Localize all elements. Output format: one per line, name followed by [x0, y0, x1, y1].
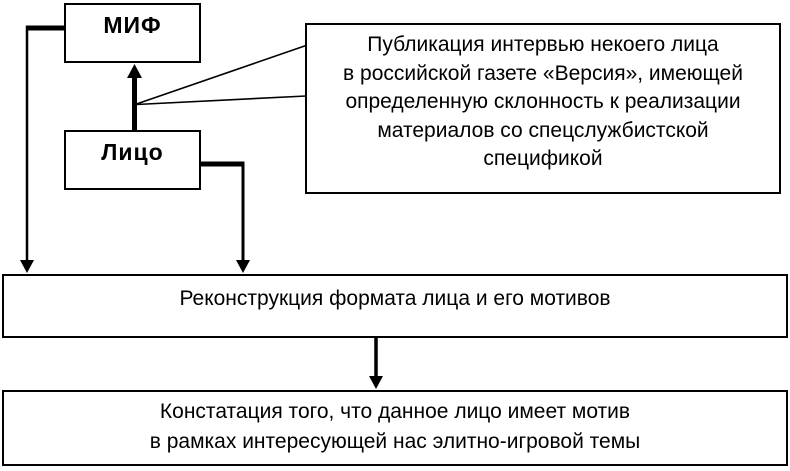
node-statement: Констатация того, что данное лицо имеет …: [2, 390, 788, 466]
node-lico: Лицо: [64, 130, 201, 190]
arrowhead-down-icon: [369, 376, 383, 389]
arrowhead-up-icon: [127, 64, 142, 78]
publication-line-5: спецификой: [483, 147, 603, 170]
reconstruction-label: Реконструкция формата лица и его мотивов: [179, 287, 611, 310]
statement-line-1: Констатация того, что данное лицо имеет …: [159, 400, 631, 423]
leader-line-lower: [136, 95, 307, 106]
statement-line-2: в рамках интересующей нас элитно-игровой…: [149, 430, 641, 453]
publication-line-2: в российской газете «Версия», имеющей: [343, 61, 743, 85]
leader-line-upper: [136, 44, 307, 105]
node-mif: МИФ: [64, 3, 201, 63]
node-mif-label: МИФ: [103, 12, 162, 38]
publication-line-1: Публикация интервью некоего лица: [367, 33, 719, 56]
leader-lines-publication: [136, 44, 307, 106]
arrowhead-down-icon: [20, 260, 34, 273]
node-lico-label: Лицо: [101, 139, 164, 165]
connector-lico-to-reconstruction: [200, 161, 250, 273]
connector-mif-to-reconstruction: [20, 25, 64, 273]
publication-line-4: материалов со спецслужбистской: [377, 118, 709, 142]
node-reconstruction: Реконструкция формата лица и его мотивов: [2, 274, 788, 338]
node-publication-note: Публикация интервью некоего лица в росси…: [305, 23, 781, 194]
connector-reconstruction-to-statement: [369, 337, 383, 389]
publication-line-3: определенную склонность к реализации: [345, 90, 741, 113]
arrowhead-down-icon: [236, 260, 250, 273]
connector-lico-to-mif: [127, 64, 142, 131]
